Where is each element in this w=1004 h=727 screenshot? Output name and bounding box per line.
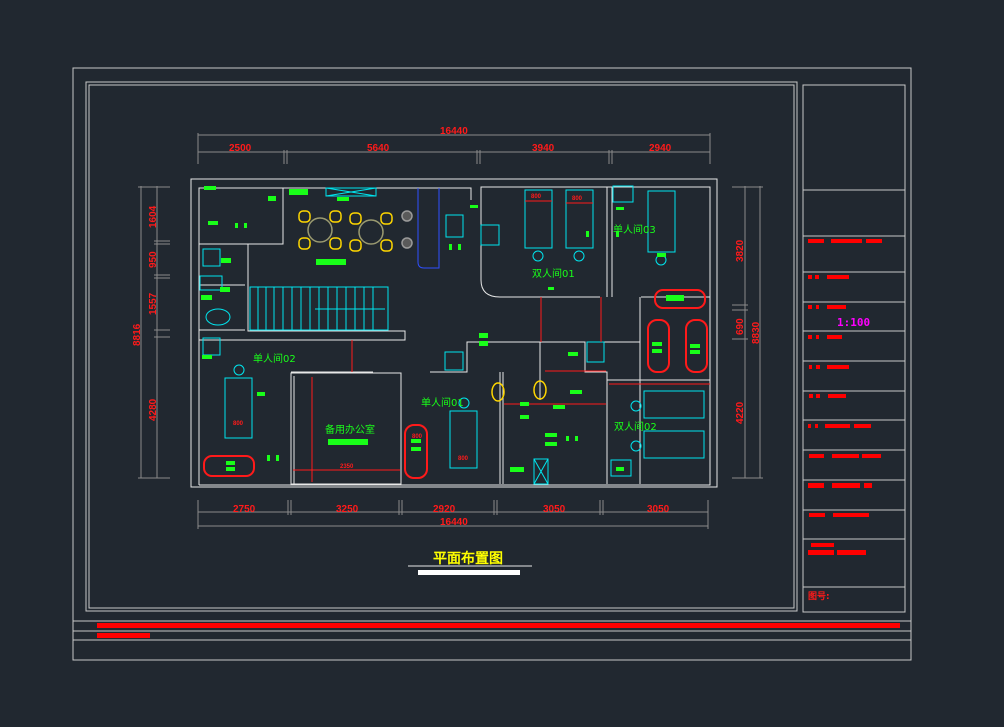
beds-and-fixtures [199,185,705,485]
dim-bottom-4: 3050 [543,504,566,515]
sheet-frame [72,67,912,661]
bottom-dimensions: 2750 3250 2920 3050 3050 16440 [197,500,709,529]
bed-dim-c: 800 [233,421,244,427]
dim-bottom-5: 3050 [647,504,670,515]
dim-bottom-total: 16440 [440,517,468,528]
room-label-single-03: 单人间03 [613,223,656,236]
left-dimensions: 1604 950 1557 4280 8816 [132,186,170,479]
floor-plan-walls [190,178,718,488]
bed-dim-a: 800 [531,194,542,200]
reception-counter [417,188,440,269]
office-width-dim: 2350 [340,464,354,470]
room-label-double-02: 双人间02 [614,420,657,433]
dim-top-2: 5640 [367,143,390,154]
dim-bottom-2: 3250 [336,504,359,515]
dim-top-total: 16440 [440,126,468,137]
dim-top-3: 3940 [532,143,555,154]
dim-top-4: 2940 [649,143,672,154]
room-label-double-01: 双人间01 [532,267,575,280]
dim-bottom-1: 2750 [233,504,256,515]
right-dimensions: 3820 690 4220 8830 [732,186,763,479]
drawing-number-label: 图号: [808,591,830,602]
dim-left-3: 1557 [148,292,159,315]
dim-left-2: 950 [148,251,159,268]
top-dimensions: 16440 2500 5640 3940 2940 [197,126,711,164]
dim-right-3: 4220 [735,401,746,424]
dim-left-1: 1604 [148,205,159,228]
dim-left-4: 4280 [148,398,159,421]
staircase [249,286,389,331]
dim-top-1: 2500 [229,143,252,154]
bed-dim-d: 800 [412,434,423,440]
dim-right-1: 3820 [735,239,746,262]
footer-red-bar [97,623,900,628]
bed-dim-e: 800 [458,456,469,462]
dim-right-2: 690 [735,318,746,335]
title-block: 1:100 图号: [802,84,906,613]
room-label-single-02: 单人间02 [253,352,296,365]
room-label-spare-office: 备用办公室 [325,423,375,436]
annotation-blocks [201,186,700,472]
drawing-title: 平面布置图 [433,550,503,567]
dim-right-total: 8830 [751,321,762,344]
bed-dim-b: 800 [572,196,583,202]
bathtubs [203,289,708,479]
footer-red-bar-short [97,633,150,638]
scale-label: 1:100 [837,316,870,329]
title-underline-bar [418,570,520,575]
dim-bottom-3: 2920 [433,504,456,515]
dining-tables [298,210,547,402]
dim-left-total: 8816 [132,323,143,346]
room-label-single-01: 单人间01 [421,396,464,409]
